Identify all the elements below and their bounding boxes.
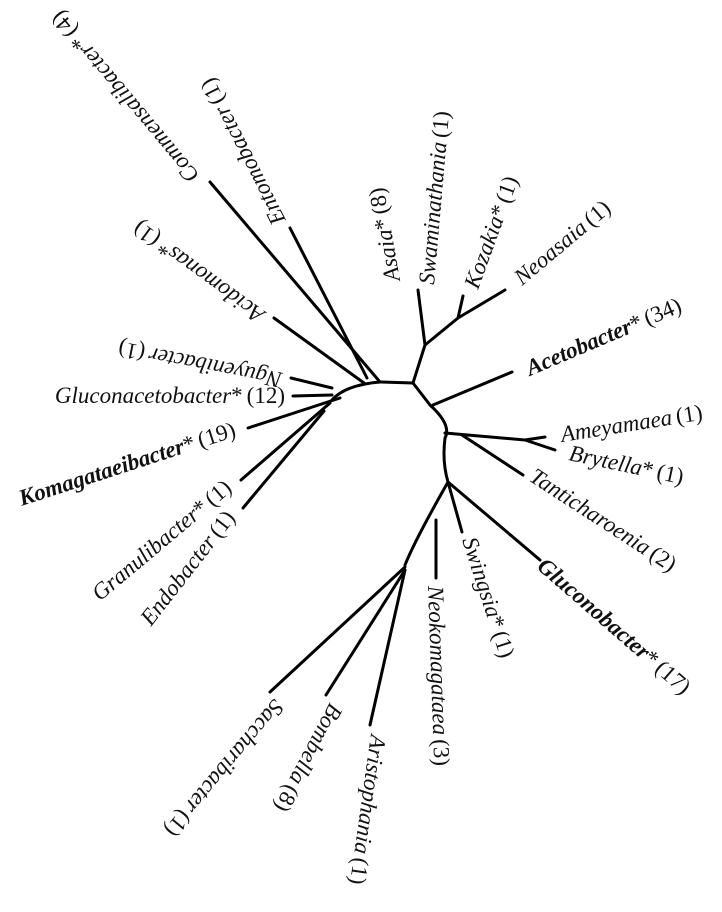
branch-gluconacetobacter — [291, 393, 334, 398]
label-ameyamaea: Ameyamaea(1) — [557, 400, 704, 447]
label-asaia: Asaia*(8) — [364, 186, 405, 286]
branch-bombella — [324, 568, 407, 697]
backbone-left-arc — [330, 380, 382, 402]
label-neoasaia: Neoasaia(1) — [508, 195, 615, 290]
label-saccharibacter: Saccharibacter(1) — [160, 695, 289, 842]
label-aristophania: Aristophania(1) — [345, 731, 391, 886]
clade-kozakia-stem — [456, 288, 507, 320]
label-gluconobacter: Gluconobacter*(17) — [533, 553, 696, 699]
branch-saccharibacter — [268, 565, 407, 694]
branch-swingsia — [446, 480, 464, 534]
clade-ameyamaea-stem — [443, 431, 557, 452]
branch-tanticharoenia — [460, 433, 525, 477]
branch-nguyenibacter — [289, 376, 334, 390]
branch-granulibacter — [239, 401, 332, 482]
branch-endobacter — [241, 409, 326, 510]
branch-komagataeibacter — [246, 396, 342, 430]
branch-gluconobacter — [446, 480, 542, 562]
clade-asaia-stem — [411, 288, 460, 385]
label-neokomagataea: Neokomagataea(3) — [423, 584, 454, 766]
label-commensalibacter: Commensalibacter*(4) — [46, 6, 204, 188]
branch-aristophania — [368, 568, 407, 727]
label-swingsia: Swingsia*(1) — [457, 534, 520, 661]
backbone-arc — [378, 380, 450, 567]
branch-entomobacter — [288, 226, 369, 380]
label-brytella: Brytella*(1) — [567, 440, 686, 489]
label-acetobacter: Acetobacter*(34) — [520, 293, 685, 382]
label-gluconacetobacter: Gluconacetobacter*(12) — [55, 383, 285, 408]
label-swaminathania: Swaminathania(1) — [414, 110, 454, 285]
label-entomobacter: Entomobacter(1) — [195, 74, 291, 230]
branch-acetobacter — [431, 370, 514, 407]
label-acidomonas: Acidomonas*(1) — [128, 216, 271, 329]
branch-acidomonas — [272, 316, 366, 385]
